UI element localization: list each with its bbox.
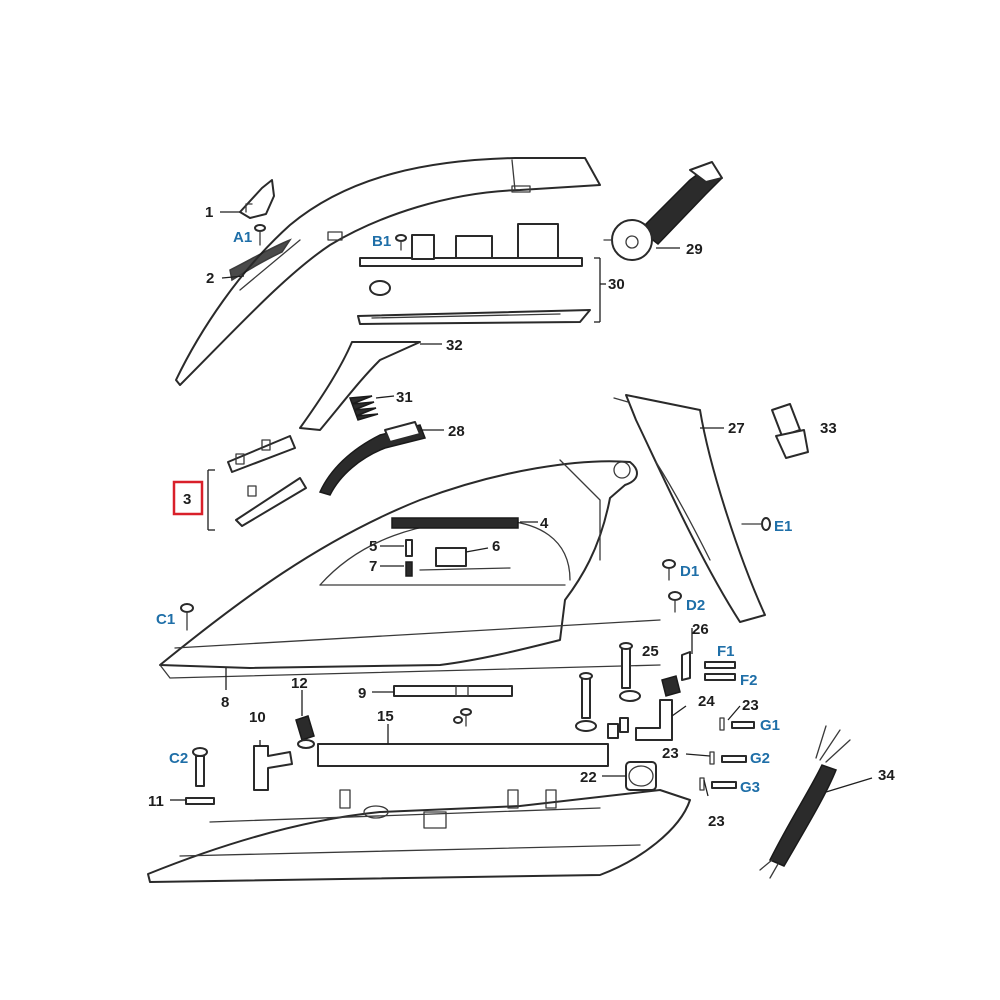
label-9: 9	[358, 685, 366, 702]
label-15: 15	[377, 708, 394, 725]
label-33: 33	[820, 420, 837, 437]
label-1: 1	[205, 204, 213, 221]
label-d1: D1	[680, 563, 699, 580]
label-27: 27	[728, 420, 745, 437]
label-32: 32	[446, 337, 463, 354]
label-g2: G2	[750, 750, 770, 767]
label-34: 34	[878, 767, 895, 784]
label-23-bottom: 23	[708, 813, 725, 830]
screw-g2	[709, 751, 747, 765]
leader-lines	[170, 211, 873, 801]
label-c2: C2	[169, 750, 188, 767]
part-3-buttons	[207, 435, 307, 531]
part-15-tank-bar	[317, 743, 609, 767]
part-9-rod	[393, 685, 513, 697]
label-7: 7	[369, 558, 377, 575]
part-7-spring	[405, 561, 413, 577]
screw-d1	[662, 559, 676, 581]
label-23-middle: 23	[662, 745, 679, 762]
screw-g1	[719, 717, 755, 731]
part-6-thermostat	[419, 547, 511, 571]
label-g1: G1	[760, 717, 780, 734]
screw-g3	[699, 777, 737, 791]
small-screw	[453, 708, 472, 727]
label-a1: A1	[233, 229, 252, 246]
part-12-valve	[295, 715, 315, 749]
part-31-spring	[348, 395, 379, 421]
highlight-box-part-3	[172, 480, 204, 516]
part-1-clip	[239, 179, 275, 219]
part-25-clamp	[661, 675, 681, 697]
part-26-bracket	[681, 651, 691, 681]
iron-body-housing	[159, 459, 661, 679]
label-f2: F2	[740, 672, 758, 689]
label-29: 29	[686, 241, 703, 258]
label-28: 28	[448, 423, 465, 440]
iron-base-assembly	[147, 789, 691, 883]
part-32-rear-cover	[299, 341, 421, 431]
screw-c1	[180, 603, 194, 631]
part-27-back-cover	[613, 394, 766, 623]
screw-e1	[741, 517, 771, 531]
part-labels: 1 A1 2 B1 29 30 32 31 28 27 33 3 4 5 6 7…	[148, 204, 895, 830]
label-f1: F1	[717, 643, 735, 660]
screw-b1	[395, 234, 407, 251]
label-10: 10	[249, 709, 266, 726]
part-4-heating-strip	[391, 517, 519, 529]
label-d2: D2	[686, 597, 705, 614]
part-10-connector	[253, 745, 293, 791]
part-30-control-board	[357, 223, 591, 325]
part-33-cap	[771, 403, 809, 459]
clips-g	[607, 717, 629, 739]
label-5: 5	[369, 538, 377, 555]
part-24-elbow	[635, 699, 673, 741]
posts	[575, 642, 641, 732]
label-e1: E1	[774, 518, 792, 535]
part-28-trigger	[318, 421, 427, 496]
label-22: 22	[580, 769, 597, 786]
screw-c2	[192, 747, 208, 787]
label-3: 3	[183, 491, 191, 508]
label-4: 4	[540, 515, 549, 532]
screws-f1-f2	[704, 661, 736, 681]
label-30: 30	[608, 276, 625, 293]
part-34-power-cord	[759, 725, 851, 879]
label-6: 6	[492, 538, 500, 555]
label-g3: G3	[740, 779, 760, 796]
part-2-handle-top	[175, 157, 601, 386]
label-c1: C1	[156, 611, 175, 628]
part-29-cord-guard	[603, 161, 724, 261]
part-5-pin	[405, 539, 413, 557]
part-22-spool	[625, 761, 657, 791]
label-31: 31	[396, 389, 413, 406]
label-12: 12	[291, 675, 308, 692]
screw-a1	[254, 224, 266, 246]
label-11: 11	[148, 793, 164, 810]
part-11-washer	[185, 797, 215, 805]
label-b1: B1	[372, 233, 391, 250]
label-26: 26	[692, 621, 709, 638]
label-2: 2	[206, 270, 214, 287]
screw-d2	[668, 591, 682, 613]
label-24: 24	[698, 693, 715, 710]
label-25: 25	[642, 643, 659, 660]
label-8: 8	[221, 694, 229, 711]
label-23-top: 23	[742, 697, 759, 714]
